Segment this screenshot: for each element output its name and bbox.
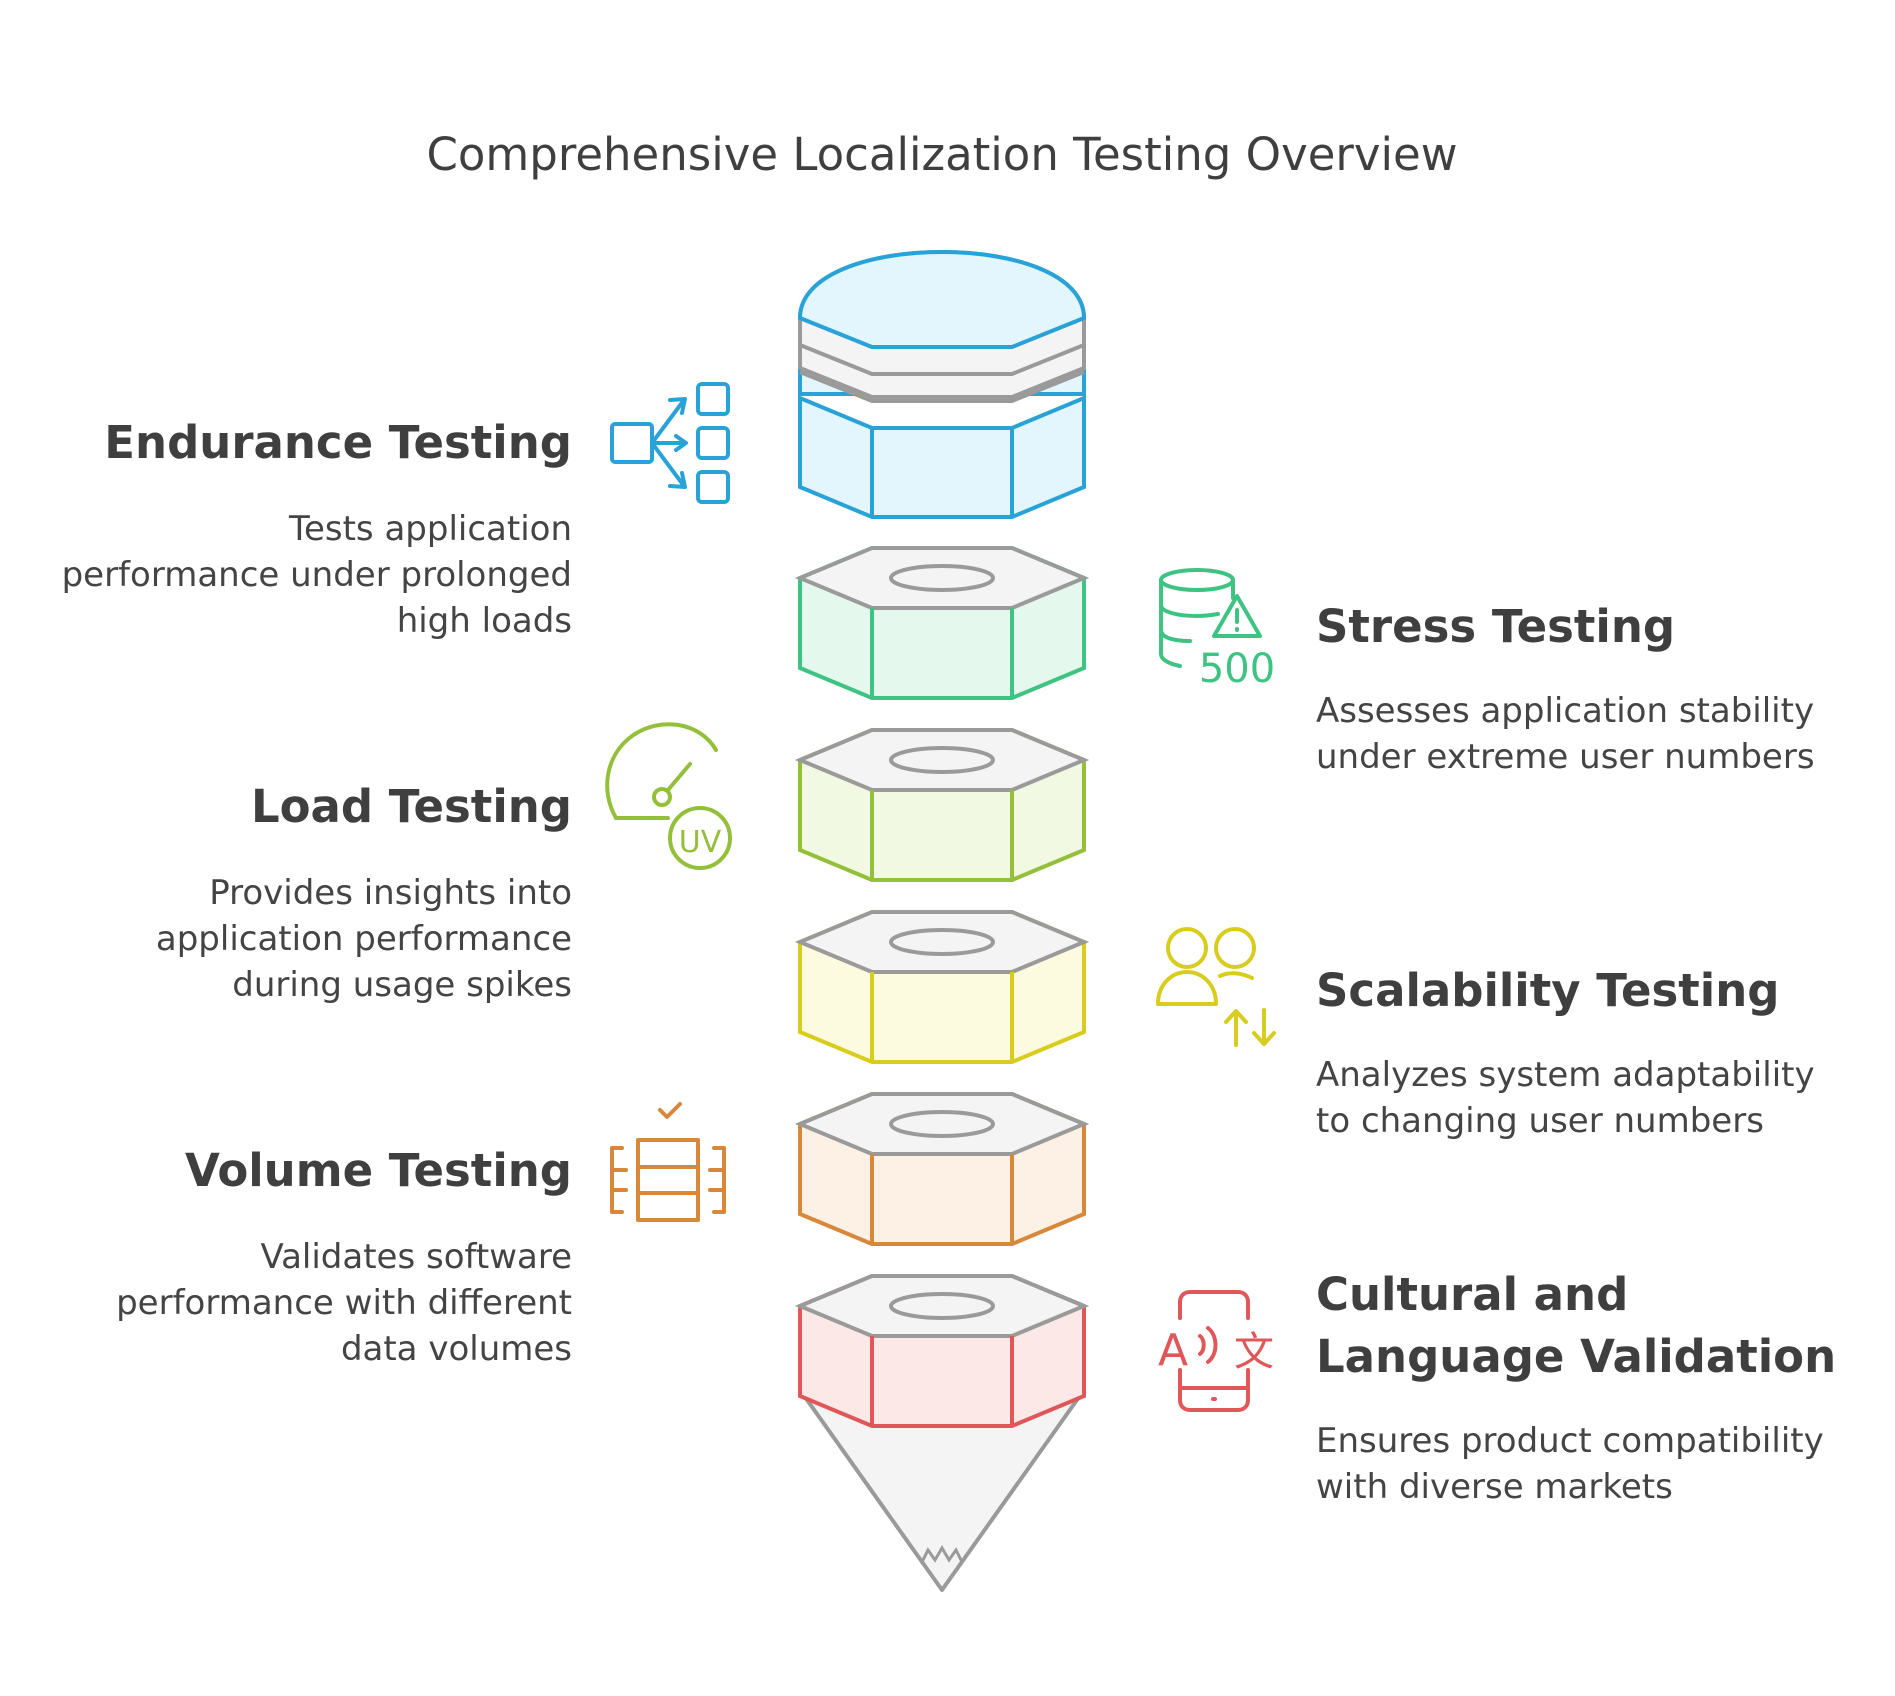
users-arrows-icon <box>1156 927 1276 1047</box>
section-stress-testing: Stress Testing Assesses application stab… <box>1316 600 1815 777</box>
section-scalability-testing: Scalability Testing Analyzes system adap… <box>1316 964 1815 1141</box>
stack-nut-red <box>794 1274 1090 1428</box>
section-desc-line: Validates software <box>260 1237 572 1277</box>
section-desc-line: under extreme user numbers <box>1316 737 1815 777</box>
phone-translate-icon-cjk: 文 <box>1234 1329 1274 1375</box>
section-heading: Endurance Testing <box>104 416 572 469</box>
section-load-testing: Load Testing Provides insights into appl… <box>156 780 572 1005</box>
speedometer-icon-label: UV <box>679 825 722 860</box>
section-endurance-testing: Endurance Testing Tests application perf… <box>62 416 572 641</box>
phone-translate-icon-latin: A <box>1158 1325 1188 1376</box>
server-rack-icon <box>610 1102 726 1222</box>
stack-nut-lime <box>794 728 1090 882</box>
section-desc-line: high loads <box>397 601 572 641</box>
database-warning-icon: 500 <box>1159 568 1275 692</box>
pencil-stack <box>794 250 1090 1592</box>
section-desc-line: performance with different <box>116 1283 572 1323</box>
section-desc-line: data volumes <box>341 1329 572 1369</box>
section-desc-line: Analyzes system adaptability <box>1316 1055 1815 1095</box>
speedometer-icon: UV <box>605 722 732 870</box>
stack-eraser-blue <box>797 250 1087 519</box>
section-desc-line: Tests application <box>288 509 572 549</box>
section-desc-line: application performance <box>156 919 572 959</box>
section-desc-line: Ensures product compatibility <box>1316 1421 1824 1461</box>
section-heading-line: Language Validation <box>1316 1330 1836 1383</box>
section-desc-line: to changing user numbers <box>1316 1101 1764 1141</box>
section-heading-line: Cultural and <box>1316 1268 1628 1321</box>
flow-diagram-icon <box>610 382 730 504</box>
section-desc-line: with diverse markets <box>1316 1467 1673 1507</box>
section-desc-line: performance under prolonged <box>62 555 572 595</box>
stack-nut-yellow <box>794 910 1090 1064</box>
section-volume-testing: Volume Testing Validates software perfor… <box>116 1144 572 1369</box>
section-desc-line: Provides insights into <box>209 873 572 913</box>
page-title: Comprehensive Localization Testing Overv… <box>426 128 1457 181</box>
section-cultural-language-validation: Cultural and Language Validation Ensures… <box>1316 1268 1836 1507</box>
database-warning-icon-label: 500 <box>1199 646 1275 692</box>
section-heading: Volume Testing <box>185 1144 572 1197</box>
section-desc-line: Assesses application stability <box>1316 691 1814 731</box>
stack-nut-orange <box>794 1092 1090 1246</box>
phone-translate-icon: A 文 <box>1158 1290 1274 1412</box>
section-desc-line: during usage spikes <box>232 965 572 1005</box>
section-heading: Scalability Testing <box>1316 964 1779 1017</box>
section-heading: Load Testing <box>251 780 572 833</box>
stack-nut-green <box>794 546 1090 700</box>
section-heading: Stress Testing <box>1316 600 1675 653</box>
